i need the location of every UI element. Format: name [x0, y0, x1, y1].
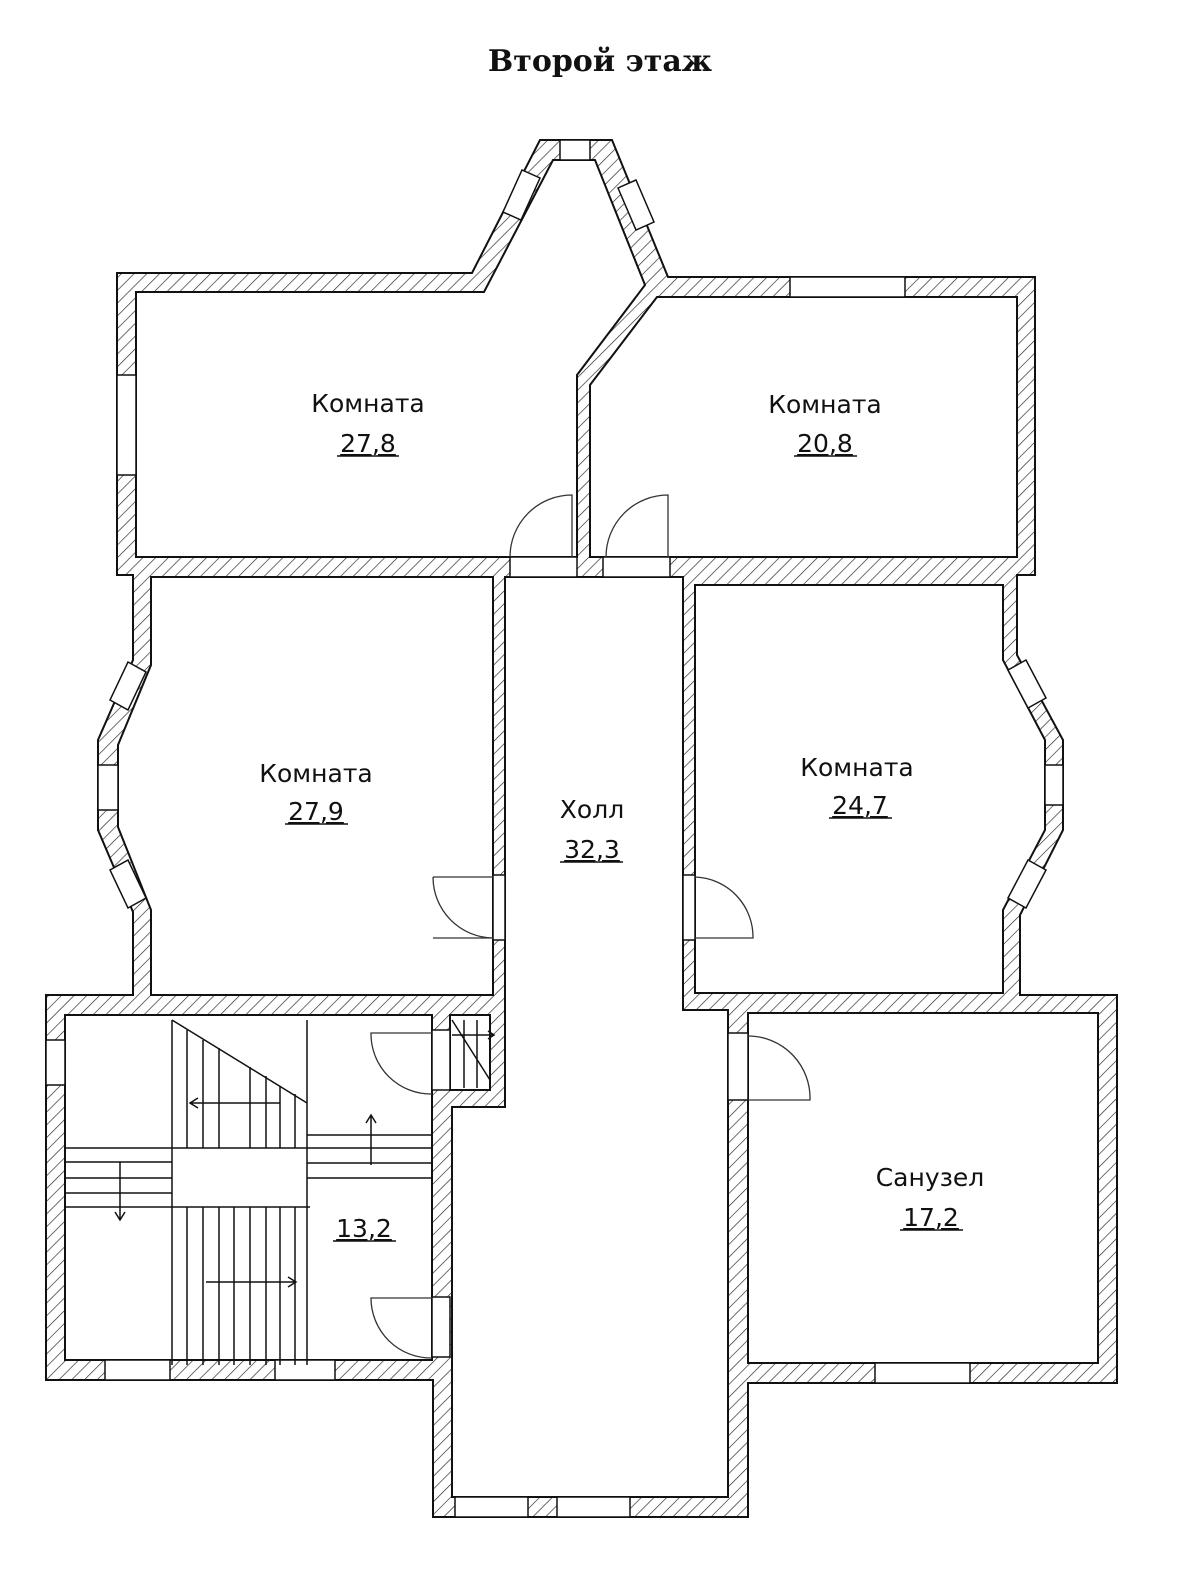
room-1-area: 27,8 [340, 429, 396, 458]
hall-area: 32,3 [564, 835, 620, 864]
window [1044, 764, 1064, 806]
window [1006, 858, 1048, 910]
door-swing [747, 1035, 811, 1101]
bathroom-floor [747, 1012, 1099, 1364]
stair-room-area: 13,2 [336, 1214, 392, 1243]
window [104, 1359, 171, 1381]
door-swing [509, 494, 573, 558]
window [109, 660, 147, 712]
window [116, 374, 137, 476]
door-swing [605, 494, 669, 558]
room-2-area: 20,8 [797, 429, 853, 458]
door-opening [602, 556, 671, 578]
bathroom-name: Санузел [876, 1163, 985, 1192]
room-3-area: 27,9 [288, 797, 344, 826]
window [559, 139, 591, 161]
floor-title: Второй этаж [487, 44, 713, 79]
window [454, 1496, 529, 1518]
window [502, 169, 541, 221]
room-3-floor [117, 576, 494, 996]
door-swing [370, 1297, 433, 1359]
window [109, 858, 147, 910]
door-opening [492, 874, 506, 941]
stair-room-floor [64, 1014, 433, 1361]
window [556, 1496, 631, 1518]
window [789, 276, 906, 298]
window [274, 1359, 336, 1381]
door-opening [431, 1296, 451, 1358]
window [45, 1039, 66, 1086]
door-opening [727, 1032, 749, 1101]
room-1-floor [135, 159, 647, 558]
room-4-area: 24,7 [832, 791, 888, 820]
door-swing [694, 876, 754, 939]
area-underlines [285, 455, 963, 1242]
hall-floor [451, 576, 729, 1498]
door-opening [509, 556, 578, 578]
window [617, 179, 655, 231]
bathroom-area: 17,2 [903, 1203, 959, 1232]
room-3-name: Комната [259, 759, 372, 788]
window [97, 764, 119, 811]
room-2-name: Комната [768, 390, 881, 419]
door-opening [431, 1029, 451, 1091]
room-4-floor [694, 584, 1046, 994]
door-swing [432, 876, 494, 939]
room-1-name: Комната [311, 389, 424, 418]
door-opening [682, 874, 696, 941]
window [1006, 658, 1048, 710]
hall-name: Холл [560, 795, 624, 824]
room-2-floor [589, 296, 1018, 558]
staircase [65, 1019, 496, 1365]
window [874, 1362, 971, 1384]
room-4-name: Комната [800, 753, 913, 782]
door-swing [370, 1032, 433, 1095]
